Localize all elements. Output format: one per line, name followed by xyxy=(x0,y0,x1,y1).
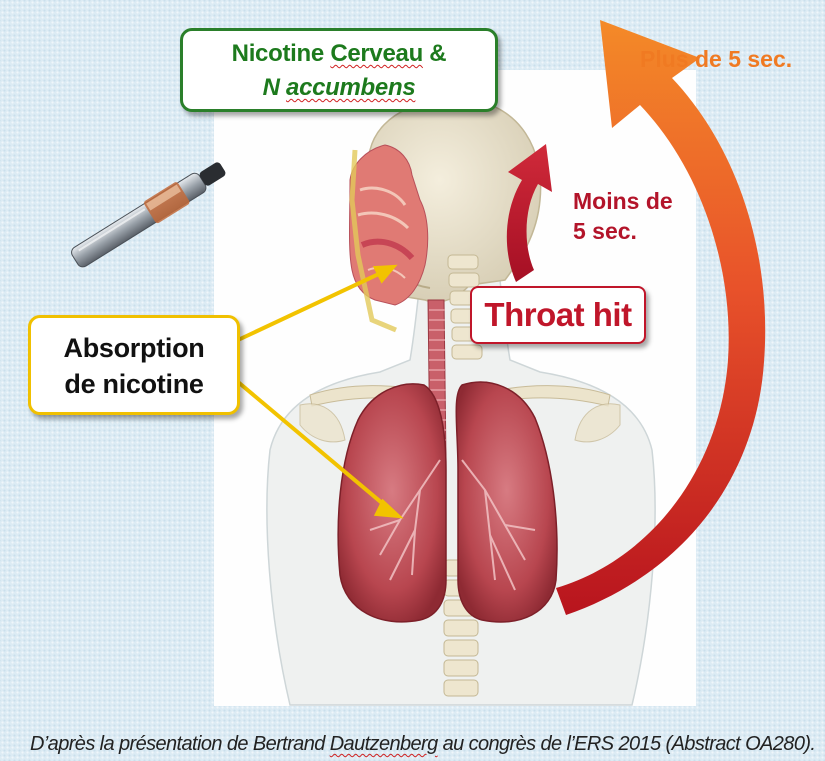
timing-short-line-1: Moins de xyxy=(573,186,673,216)
source-author: Dautzenberg xyxy=(330,733,438,755)
timing-long-label: Plus de 5 sec. xyxy=(640,44,792,74)
throat-hit-callout: Throat hit xyxy=(470,286,646,344)
brain-callout: Nicotine Cerveau & N accumbens xyxy=(180,28,498,112)
timing-short-label: Moins de 5 sec. xyxy=(573,186,673,246)
absorption-callout-line-1: Absorption xyxy=(31,330,237,366)
throat-hit-label: Throat hit xyxy=(484,296,631,333)
e-cigarette-icon xyxy=(68,157,229,271)
source-prefix: D’après la présentation de Bertrand xyxy=(30,733,330,755)
source-citation: D’après la présentation de Bertrand Daut… xyxy=(30,733,825,756)
brain-callout-ampersand: & xyxy=(423,40,446,67)
absorption-callout: Absorption de nicotine xyxy=(28,315,240,415)
timing-short-line-2: 5 sec. xyxy=(573,216,673,246)
brain-callout-text-2: N xyxy=(263,74,286,101)
absorption-callout-line-2: de nicotine xyxy=(31,366,237,402)
brain-callout-text-1: Nicotine xyxy=(232,40,331,67)
source-suffix: au congrès de l’ERS 2015 (Abstract OA280… xyxy=(438,733,816,755)
brain-callout-word-cerveau: Cerveau xyxy=(330,40,423,67)
brain-callout-word-accumbens: accumbens xyxy=(286,74,415,101)
